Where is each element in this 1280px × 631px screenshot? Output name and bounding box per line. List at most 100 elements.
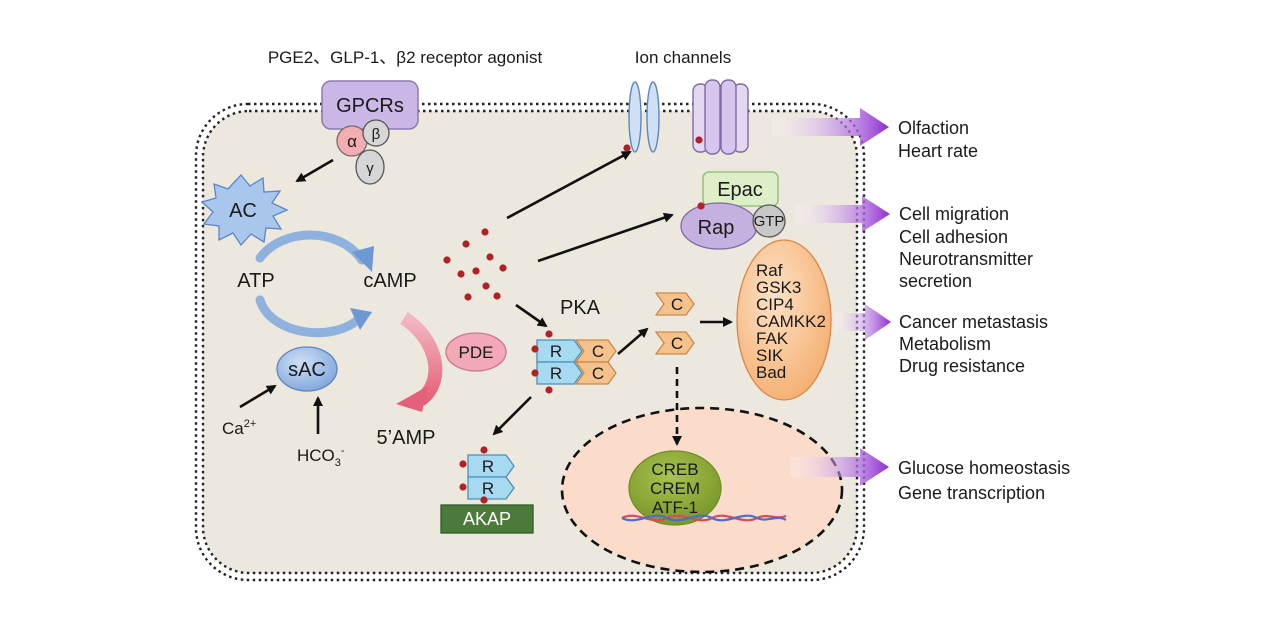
pde-enzyme [445, 332, 507, 372]
akap-regulatory-subunit [467, 476, 515, 500]
camp-dot [472, 267, 480, 275]
outcome-label: Heart rate [898, 141, 978, 161]
outcome-label: Metabolism [899, 334, 991, 354]
ion-channel-barrel [720, 79, 737, 155]
outcome-label: Drug resistance [899, 356, 1025, 376]
pde-degradation: PDE [396, 312, 507, 412]
camp-dot [462, 240, 470, 248]
g-alpha-label: α [347, 132, 357, 151]
gpcr-to-ac-arrow [295, 158, 334, 183]
r-label: R [550, 364, 562, 383]
akap-label: AKAP [463, 509, 511, 529]
transcription-factor-oval [628, 450, 722, 526]
camp-dot [480, 446, 488, 454]
camp-dot [499, 264, 507, 272]
outcome-label: Cell migration [899, 204, 1009, 224]
outcome-label: Neurotransmitter [899, 249, 1033, 269]
pka-label: PKA [560, 297, 601, 319]
camp-dot [482, 282, 490, 290]
pka-target-label: SIK [756, 346, 784, 365]
r-label: R [482, 479, 494, 498]
bicarbonate-label: HCO3- [297, 445, 345, 469]
cycle-arrow-top [255, 230, 367, 265]
camp-dot [486, 253, 494, 261]
ion-channel-barrel [704, 79, 721, 155]
c-label: C [592, 342, 604, 361]
camp-dot [457, 270, 465, 278]
g-beta-subunit [362, 119, 390, 147]
pka-target-label: Raf [756, 261, 783, 280]
g-beta-label: β [372, 126, 381, 143]
calcium-label: Ca2+ [222, 418, 256, 438]
ion-channel-segment [628, 81, 642, 153]
calcium-to-sac-arrow [239, 384, 277, 409]
r-label: R [550, 342, 562, 361]
ion-channel-complex [692, 79, 749, 155]
epac-outcomes: Cell migration Cell adhesion Neurotransm… [899, 204, 1033, 291]
pka-holoenzyme: R R C C [531, 330, 617, 394]
transcription-factor-label: CREM [650, 479, 700, 498]
pka-target-label: Bad [756, 363, 786, 382]
free-catalytic-subunits: C C [654, 292, 695, 355]
cell-membrane-outer [194, 102, 866, 582]
camp-dot [481, 228, 489, 236]
outcome-arrow [795, 196, 890, 232]
outcome-arrow [772, 108, 889, 146]
outcome-arrows [772, 108, 891, 486]
pde-curved-arrow [399, 312, 443, 406]
camp-dot [545, 330, 553, 338]
soluble-adenylyl-cyclase [276, 346, 338, 392]
gtp-label: GTP [754, 213, 785, 230]
cycle-arrowhead-top [352, 246, 374, 272]
pka-target-label: GSK3 [756, 278, 801, 297]
pka-target-label: CIP4 [756, 295, 794, 314]
atp-label: ATP [237, 270, 274, 292]
r-label: R [482, 457, 494, 476]
camp-dot [459, 483, 467, 491]
pka-to-free-c-arrow [617, 327, 649, 355]
ion-channel-outcomes: Olfaction Heart rate [898, 118, 978, 161]
g-gamma-subunit [355, 149, 385, 185]
camp-dot [545, 386, 553, 394]
pka-targets-oval [736, 239, 832, 401]
camp-dot [531, 369, 539, 377]
camp-synthesis-cycle [255, 230, 374, 338]
pka-to-akap-arrow [492, 396, 532, 436]
ac-starburst [200, 174, 289, 247]
c-label: C [671, 334, 683, 353]
akap-regulatory-subunit [467, 454, 515, 478]
camp-dot [480, 496, 488, 504]
outcome-label: Glucose homeostasis [898, 458, 1070, 478]
epac-complex: Epac Rap GTP [680, 171, 786, 250]
cycle-arrow-bottom [255, 295, 365, 338]
camp-dot [697, 202, 705, 210]
transcription-factor-label: CREB [651, 460, 698, 479]
outcome-arrow [790, 448, 889, 486]
sac-label: sAC [288, 359, 326, 381]
camp-dot [443, 256, 451, 264]
transcription-factors: CREB CREM ATF-1 [628, 450, 722, 526]
camp-dot [695, 136, 703, 144]
outcome-label: Cancer metastasis [899, 312, 1048, 332]
nuclear-outcomes: Glucose homeostasis Gene transcription [898, 458, 1070, 503]
adenylyl-cyclase: AC [200, 174, 289, 247]
camp-dot [623, 144, 631, 152]
ion-channels-label: Ion channels [635, 48, 731, 67]
outcome-label: Olfaction [898, 118, 969, 138]
dna-helix [621, 514, 787, 522]
pka-targets: Raf GSK3 CIP4 CAMKK2 FAK SIK Bad [736, 239, 832, 401]
camp-molecules [443, 228, 507, 301]
agonists-label: PGE2、GLP-1、β2 receptor agonist [268, 48, 543, 67]
outcome-label: secretion [899, 271, 972, 291]
ion-channel-simple [623, 81, 660, 153]
free-catalytic-subunit [654, 331, 695, 355]
gtp-molecule [752, 204, 786, 238]
pde-arrowhead [396, 386, 428, 412]
camp-dot [493, 292, 501, 300]
gpcr: GPCRs α β γ [321, 80, 419, 185]
ion-channel-segment [646, 81, 660, 153]
cycle-arrowhead-bottom [350, 308, 372, 330]
pka-catalytic-subunit [574, 361, 617, 385]
akap-complex: R R AKAP [440, 446, 534, 534]
